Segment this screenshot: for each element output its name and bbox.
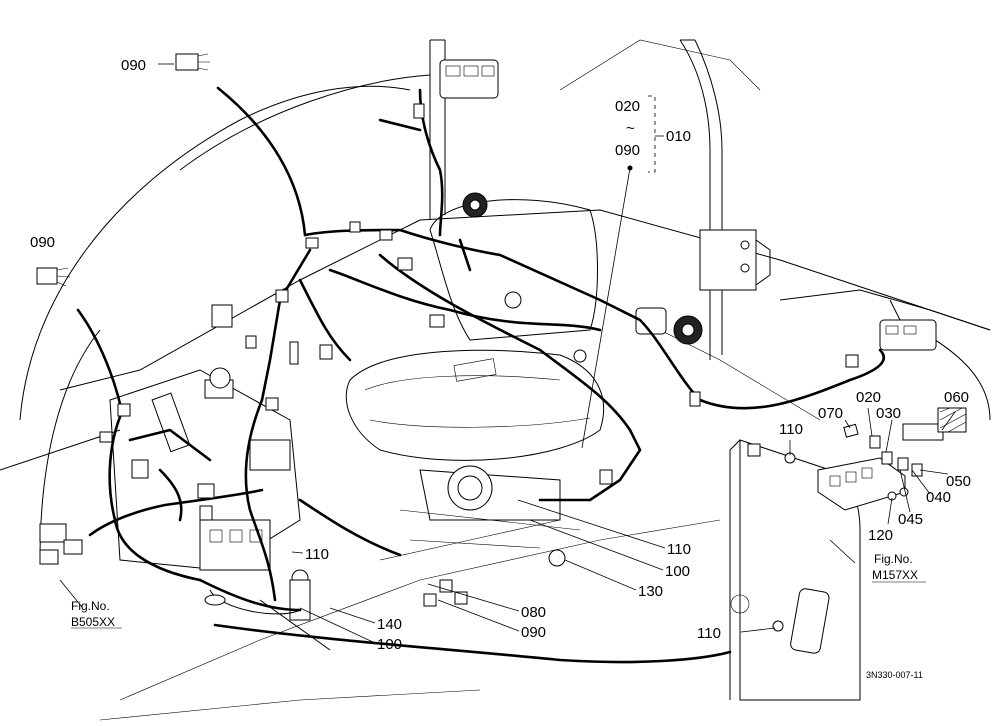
callout-010: 010 xyxy=(666,128,691,145)
callout-070: 070 xyxy=(818,405,843,422)
fig-ref-left-label: Fig.No. xyxy=(71,599,110,613)
tractor-body-outline xyxy=(0,39,991,721)
callout-labels: 090 090 020 ~ 090 010 060 070 020 030 11… xyxy=(30,57,971,653)
range-bracket xyxy=(648,95,664,173)
callout-110-right: 110 xyxy=(779,421,803,438)
harness-connectors xyxy=(36,53,859,607)
callout-090-bottom: 090 xyxy=(521,624,546,641)
callout-110-mid: 110 xyxy=(305,546,329,563)
wiring-harness xyxy=(76,86,886,664)
callout-090-range: 090 xyxy=(615,142,640,159)
callout-120: 120 xyxy=(868,527,893,544)
callout-020: 020 xyxy=(615,98,640,115)
callout-040: 040 xyxy=(926,489,951,506)
callout-090-left: 090 xyxy=(30,234,55,251)
fig-ref-right-number: M157XX xyxy=(872,568,918,582)
callout-060: 060 xyxy=(944,389,969,406)
callout-045: 045 xyxy=(898,511,923,528)
callout-130: 130 xyxy=(638,583,663,600)
drawing-code: 3N330-007-11 xyxy=(866,670,923,680)
callout-100-bottom: 100 xyxy=(377,636,402,653)
callout-090-top: 090 xyxy=(121,57,146,74)
figure-references: Fig.No. M157XX Fig.No. B505XX xyxy=(71,552,918,629)
callout-050: 050 xyxy=(946,473,971,490)
callout-110-center: 110 xyxy=(667,541,691,558)
rops-frame xyxy=(429,39,771,360)
callout-tilde: ~ xyxy=(626,120,635,137)
callout-030: 030 xyxy=(876,405,901,422)
callout-080: 080 xyxy=(521,604,546,621)
callout-110-bottom: 110 xyxy=(697,625,721,642)
fig-ref-left-number: B505XX xyxy=(71,615,115,629)
seat-components xyxy=(211,59,937,567)
callout-140: 140 xyxy=(377,616,402,633)
fig-ref-right-label: Fig.No. xyxy=(874,552,913,566)
callout-020-right: 020 xyxy=(856,389,881,406)
callout-100-center: 100 xyxy=(665,563,690,580)
label-060-hatched-decal xyxy=(937,407,967,433)
leader-dot xyxy=(627,165,633,171)
leader-lines xyxy=(59,63,956,644)
